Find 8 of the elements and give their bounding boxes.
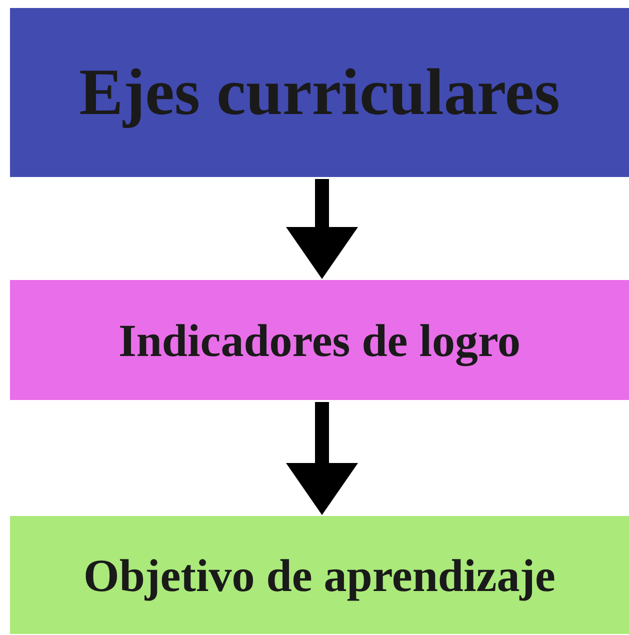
box-label: Objetivo de aprendizaje: [84, 548, 556, 602]
arrow: [286, 402, 358, 515]
process-box: [10, 8, 629, 177]
process-box: [10, 516, 629, 634]
process-box: [10, 280, 629, 400]
arrow: [286, 179, 358, 279]
box-label: Indicadores de logro: [118, 314, 521, 366]
box-label: Ejes curriculares: [79, 54, 560, 130]
